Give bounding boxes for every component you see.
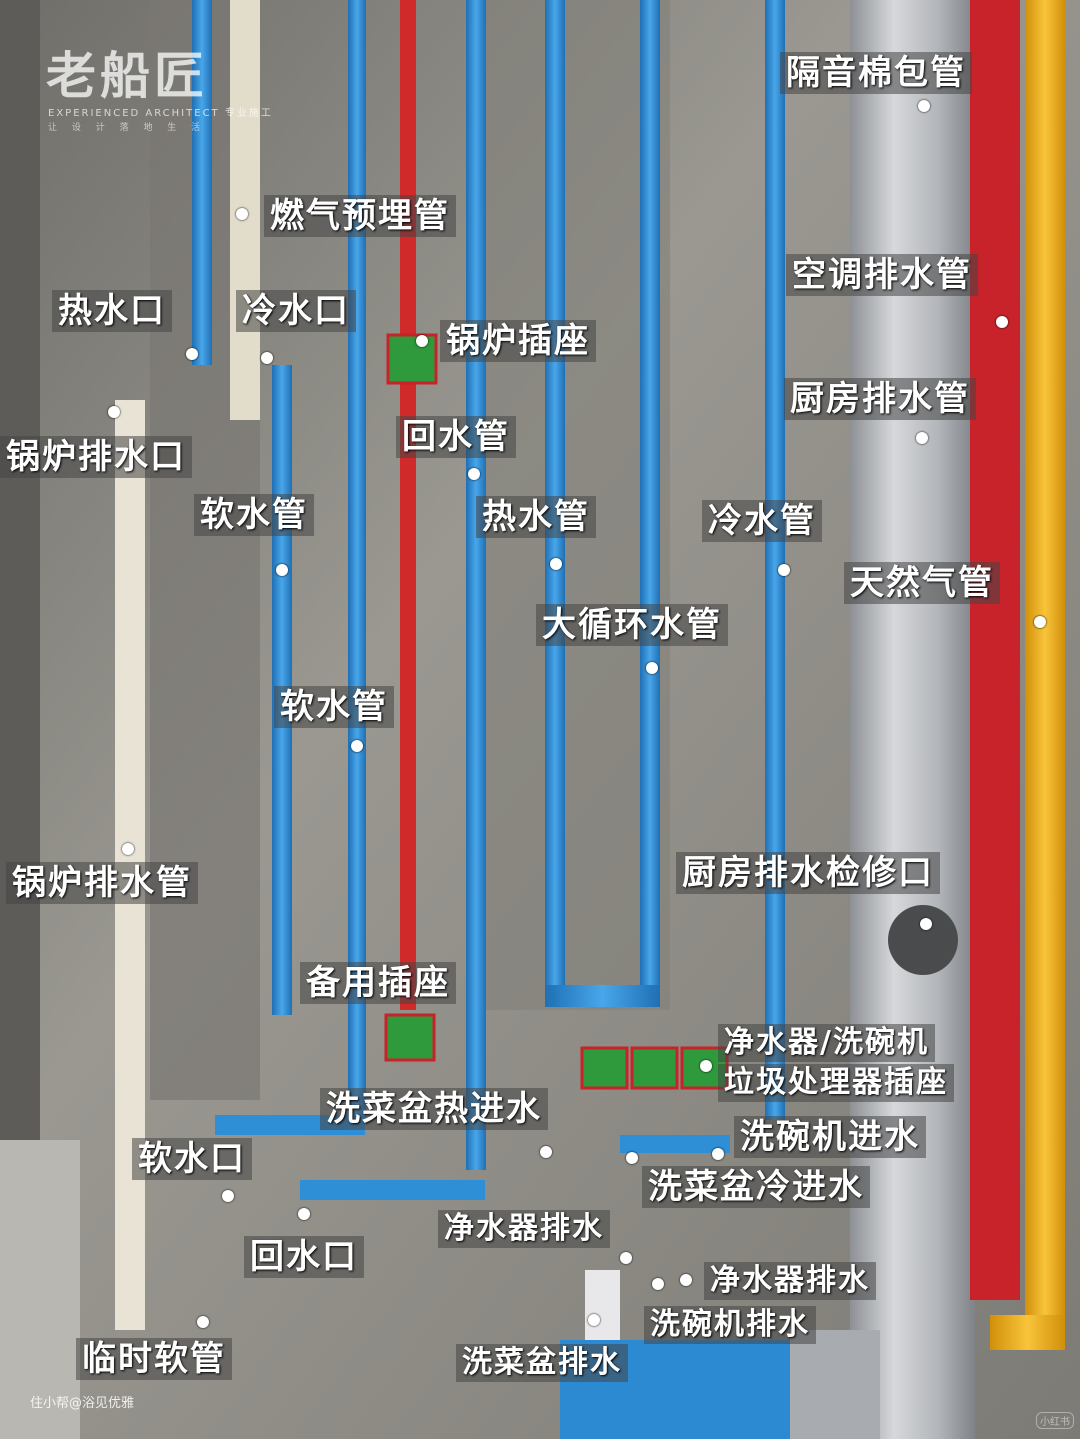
- dot-hot-water-outlet: [186, 348, 198, 360]
- watermark-tagline: 让 设 计 落 地 生 活: [48, 123, 207, 133]
- watermark-subtitle: EXPERIENCED ARCHITECT 专业施工: [48, 108, 273, 119]
- socket-box-a: [580, 1046, 629, 1090]
- cleanout-cap: [888, 905, 958, 975]
- watermark-logo: 老船匠: [46, 46, 208, 105]
- label-kitchen-drain-cleanout: 厨房排水检修口: [676, 852, 940, 894]
- label-boiler-socket: 锅炉插座: [440, 320, 596, 362]
- label-boiler-drain-outlet: 锅炉排水口: [0, 436, 192, 478]
- label-hot-water-pipe: 热水管: [476, 496, 596, 538]
- label-ac-drain-pipe: 空调排水管: [786, 254, 978, 296]
- socket-box-b: [630, 1046, 679, 1090]
- dot-natural-gas-pipe: [1034, 616, 1046, 628]
- label-boiler-drain-pipe: 锅炉排水管: [6, 862, 198, 904]
- corner-watermark: 小红书: [1036, 1412, 1074, 1429]
- dot-gas-embedded-pipe: [236, 208, 248, 220]
- gas-pipe-yellow-bend: [990, 1315, 1065, 1350]
- dot-return-water-pipe: [468, 468, 480, 480]
- dot-soft-water-outlet: [222, 1190, 234, 1202]
- label-return-water-outlet: 回水口: [244, 1236, 364, 1278]
- drain-pipe-insulated-bend: [790, 1330, 880, 1439]
- label-soft-water-pipe-top: 软水管: [194, 494, 314, 536]
- blue-pipe-1: [192, 0, 212, 365]
- dot-purifier-dishwasher-socket: [700, 1060, 712, 1072]
- blue-pipe-horizontal-bottom: [300, 1180, 485, 1200]
- dot-purifier-drain-left: [620, 1252, 632, 1264]
- dot-hot-water-pipe: [550, 558, 562, 570]
- dot-dishwasher-drain: [652, 1278, 664, 1290]
- label-return-water-pipe: 回水管: [396, 416, 516, 458]
- dot-boiler-socket: [416, 335, 428, 347]
- dot-cold-water-pipe: [778, 564, 790, 576]
- label-purifier-dishwasher: 净水器/洗碗机: [718, 1024, 935, 1062]
- label-sink-drain: 洗菜盆排水: [456, 1344, 628, 1382]
- label-temporary-hose: 临时软管: [76, 1338, 232, 1380]
- ac-drain-pipe-red: [970, 0, 1020, 1300]
- dot-sink-hot-inlet: [540, 1146, 552, 1158]
- drain-stub-white: [585, 1270, 620, 1350]
- dot-purifier-drain-right: [680, 1274, 692, 1286]
- credit-text: 住小帮@浴见优雅: [30, 1396, 135, 1411]
- label-purifier-drain-left: 净水器排水: [438, 1210, 610, 1248]
- label-sink-cold-inlet: 洗菜盆冷进水: [642, 1166, 870, 1208]
- label-purifier-drain-right: 净水器排水: [704, 1262, 876, 1300]
- label-natural-gas-pipe: 天然气管: [844, 562, 1000, 604]
- floor-block: [0, 1140, 80, 1439]
- spare-socket-box: [384, 1013, 436, 1062]
- label-cold-water-outlet: 冷水口: [236, 290, 356, 332]
- gas-pipe-yellow: [1025, 0, 1065, 1350]
- label-soft-water-pipe-mid: 软水管: [274, 686, 394, 728]
- dot-return-water-outlet: [298, 1208, 310, 1220]
- dot-soft-water-pipe-top: [276, 564, 288, 576]
- label-spare-socket: 备用插座: [300, 962, 456, 1004]
- dot-kitchen-drain-cleanout: [920, 918, 932, 930]
- label-hot-water-outlet: 热水口: [52, 290, 172, 332]
- dot-kitchen-drain-pipe: [916, 432, 928, 444]
- label-gas-embedded-pipe: 燃气预埋管: [264, 195, 456, 237]
- blue-pipe-4: [466, 0, 486, 1170]
- label-cold-water-pipe: 冷水管: [702, 500, 822, 542]
- dot-ac-drain-pipe: [996, 316, 1008, 328]
- dot-cold-water-outlet: [261, 352, 273, 364]
- label-disposer-socket: 垃圾处理器插座: [718, 1064, 954, 1102]
- label-dishwasher-inlet: 洗碗机进水: [734, 1116, 926, 1158]
- boiler-socket-box: [386, 333, 438, 385]
- blue-pipe-6: [640, 0, 660, 990]
- dot-boiler-drain-outlet: [108, 406, 120, 418]
- blue-pipe-horizontal-right: [620, 1135, 730, 1153]
- label-kitchen-drain-pipe: 厨房排水管: [784, 378, 976, 420]
- label-sink-hot-inlet: 洗菜盆热进水: [320, 1088, 548, 1130]
- label-soundproof-wrapped-pipe: 隔音棉包管: [780, 52, 972, 94]
- label-soft-water-outlet: 软水口: [132, 1138, 252, 1180]
- red-pipe-hot: [400, 0, 416, 1010]
- dot-dishwasher-inlet: [712, 1148, 724, 1160]
- dot-soundproof-wrapped-pipe: [918, 100, 930, 112]
- dot-soft-water-pipe-mid: [351, 740, 363, 752]
- blue-pipe-7: [765, 0, 785, 1120]
- dot-boiler-drain-pipe: [122, 843, 134, 855]
- dot-sink-cold-inlet: [626, 1152, 638, 1164]
- insulated-drain-pipe: [850, 0, 975, 1439]
- label-big-circulation-pipe: 大循环水管: [536, 604, 728, 646]
- dot-big-circulation-pipe: [646, 662, 658, 674]
- dot-sink-drain: [588, 1314, 600, 1326]
- blue-pipe-3: [348, 0, 366, 1120]
- dot-temporary-hose: [197, 1316, 209, 1328]
- label-dishwasher-drain: 洗碗机排水: [644, 1306, 816, 1344]
- blue-pipe-loop-bottom: [545, 985, 660, 1007]
